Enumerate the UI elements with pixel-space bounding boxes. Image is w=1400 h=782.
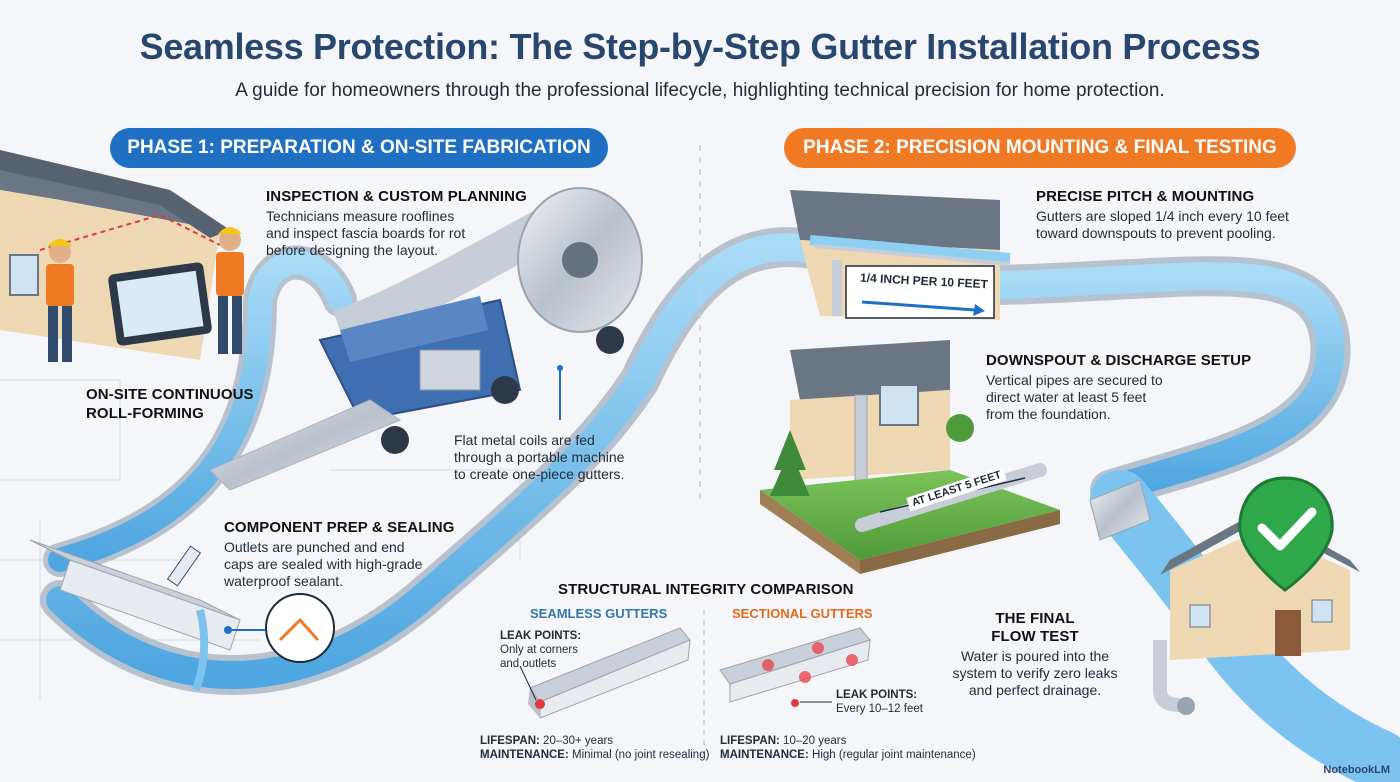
page-title: Seamless Protection: The Step-by-Step Gu… (139, 26, 1261, 67)
seamless-leak-line: Only at corners (500, 644, 578, 656)
pitch-line: Gutters are sloped 1/4 inch every 10 fee… (1036, 208, 1289, 224)
rollforming-line: Flat metal coils are fed (454, 432, 595, 448)
worker-right (216, 227, 244, 354)
component-line: caps are sealed with high-grade (224, 556, 423, 572)
inspection-line: Technicians measure rooflines (266, 208, 455, 224)
final-flow-illustration (1089, 470, 1400, 782)
rollforming-line: through a portable machine (454, 449, 625, 465)
sectional-maintenance-label: MAINTENANCE: (720, 749, 809, 761)
flowtest-title-line: FLOW TEST (991, 628, 1079, 645)
pitch-title: PRECISE PITCH & MOUNTING (1036, 188, 1255, 205)
rollforming-text: Flat metal coils are fed through a porta… (454, 432, 624, 483)
roll-forming-machine (209, 187, 643, 491)
inspection-title: INSPECTION & CUSTOM PLANNING (266, 188, 527, 205)
flowtest-text: Water is poured into the system to verif… (940, 648, 1130, 699)
downspout-line: Vertical pipes are secured to (986, 372, 1163, 388)
seamless-leak-line: and outlets (500, 658, 557, 670)
rollforming-line: to create one-piece gutters. (454, 466, 625, 482)
sectional-lifespan-label: LIFESPAN: (720, 735, 780, 747)
sectional-leak-label: LEAK POINTS: (836, 689, 918, 701)
downspout-title: DOWNSPOUT & DISCHARGE SETUP (986, 352, 1252, 369)
flowtest-line: and perfect drainage. (968, 682, 1102, 698)
downspout-house-illustration (760, 340, 1060, 574)
seamless-gutter-illustration (519, 627, 691, 719)
phase1-badge: PHASE 1: PREPARATION & ON-SITE FABRICATI… (110, 128, 608, 168)
sectional-lifespan: 10–20 years (783, 735, 847, 747)
flowtest-title: THE FINAL FLOW TEST (960, 610, 1110, 646)
comparison-title: STRUCTURAL INTEGRITY COMPARISON (558, 581, 854, 598)
component-line: waterproof sealant. (224, 573, 344, 589)
downspout-text: Vertical pipes are secured to direct wat… (986, 372, 1163, 423)
inspection-line: and inspect fascia boards for rot (266, 225, 466, 241)
downspout-line: from the foundation. (986, 406, 1111, 422)
page-subtitle: A guide for homeowners through the profe… (235, 80, 1165, 101)
seamless-maintenance: Minimal (no joint resealing) (572, 749, 710, 761)
seamless-lifespan: 20–30+ years (543, 735, 614, 747)
flowtest-line: system to verify zero leaks (952, 665, 1118, 681)
rollforming-title: ON-SITE CONTINUOUS ROLL-FORMING (86, 385, 254, 423)
sectional-label: SECTIONAL GUTTERS (732, 606, 873, 621)
checkmark-icon (1238, 476, 1334, 592)
sectional-stats: LIFESPAN: 10–20 years MAINTENANCE: High … (720, 734, 976, 762)
component-title: COMPONENT PREP & SEALING (224, 519, 455, 536)
tablet-icon (108, 262, 212, 346)
flowtest-title-line: THE FINAL (995, 610, 1075, 627)
rollforming-title-line: ON-SITE CONTINUOUS (86, 386, 254, 403)
phase2-badge: PHASE 2: PRECISION MOUNTING & FINAL TEST… (784, 128, 1296, 168)
seamless-stats: LIFESPAN: 20–30+ years MAINTENANCE: Mini… (480, 734, 709, 762)
component-line: Outlets are punched and end (224, 539, 405, 555)
sectional-maintenance: High (regular joint maintenance) (812, 749, 976, 761)
inspection-line: before designing the layout. (266, 242, 439, 258)
pitch-text: Gutters are sloped 1/4 inch every 10 fee… (1036, 208, 1289, 242)
component-text: Outlets are punched and end caps are sea… (224, 539, 422, 590)
seamless-maintenance-label: MAINTENANCE: (480, 749, 569, 761)
pitch-house-illustration (790, 190, 1011, 320)
sectional-leak: LEAK POINTS: Every 10–12 feet (836, 688, 923, 716)
component-gutter (29, 539, 335, 692)
seamless-leak: LEAK POINTS: Only at corners and outlets (500, 629, 581, 671)
rollforming-title-line: ROLL-FORMING (86, 405, 204, 422)
pitch-line: toward downspouts to prevent pooling. (1036, 225, 1276, 241)
inspection-text: Technicians measure rooflines and inspec… (266, 208, 465, 259)
seamless-leak-label: LEAK POINTS: (500, 630, 582, 642)
worker-left (46, 239, 74, 362)
seamless-lifespan-label: LIFESPAN: (480, 735, 540, 747)
downspout-line: direct water at least 5 feet (986, 389, 1147, 405)
sectional-gutter-illustration (719, 627, 871, 707)
sectional-leak-line: Every 10–12 feet (836, 703, 923, 715)
flowtest-line: Water is poured into the (960, 648, 1110, 664)
brand-logo: NotebookLM (1323, 764, 1390, 776)
gutter-channel (40, 227, 1351, 695)
seamless-label: SEAMLESS GUTTERS (530, 606, 668, 621)
